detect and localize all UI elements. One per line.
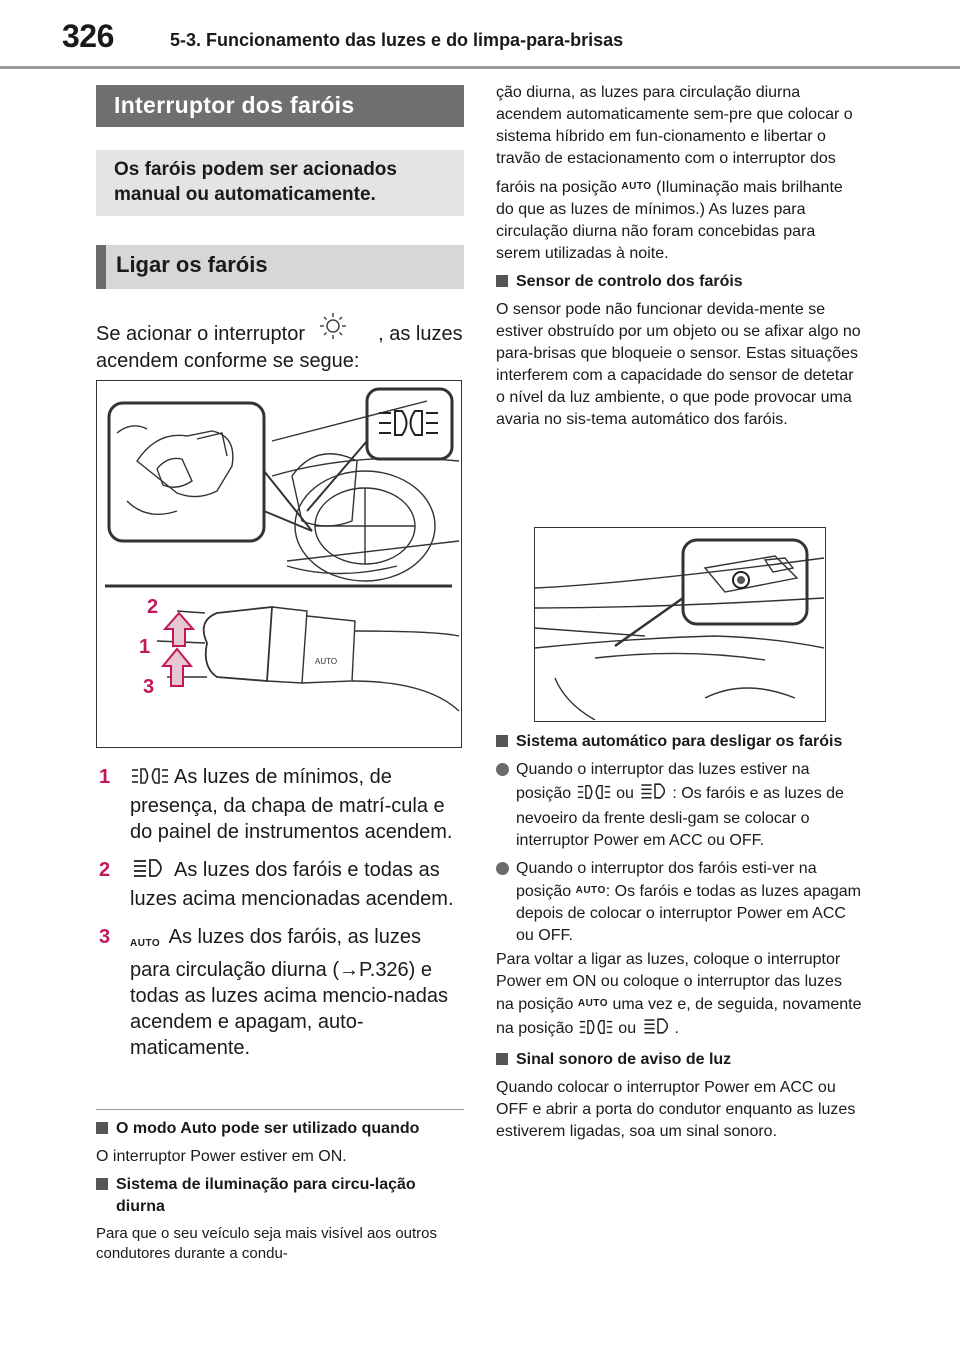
bullet-2: Quando o interruptor dos faróis esti-ver… [496, 858, 862, 947]
note-text: Para que o seu veículo seja mais visível… [96, 1225, 438, 1262]
text: (Iluminação mais brilhante do que as luz… [496, 179, 843, 262]
svg-text:AUTO: AUTO [315, 657, 337, 666]
step-3: 3 AUTO As luzes dos faróis, as luzes par… [96, 924, 466, 1061]
daytime-text-cont-b: faróis na posição AUTO (Iluminação mais … [496, 176, 862, 265]
sensor-text: O sensor pode não funcionar devida-mente… [496, 301, 861, 428]
step-2: 2 As luzes dos faróis e todas as luzes a… [96, 857, 466, 912]
parking-light-icon [130, 766, 170, 793]
text: Quando o interruptor dos faróis esti-ver… [516, 860, 817, 900]
step-text: As luzes dos faróis, as luzes para circu… [130, 926, 448, 1059]
text: Para voltar a ligar as luzes, coloque o … [496, 951, 842, 1013]
text: faróis na posição [496, 179, 617, 196]
step-number: 3 [99, 926, 111, 948]
heading-box: Interruptor dos faróis [96, 85, 464, 127]
text: ou [618, 1020, 637, 1037]
heading-sensor: Sensor de controlo dos faróis [496, 271, 862, 293]
intro-after: , as luzes acendem conforme se segue: [96, 323, 463, 372]
label-1: 1 [139, 636, 150, 658]
sensor-illustration [534, 527, 826, 722]
step-number: 2 [99, 859, 111, 881]
headlight-icon [641, 1016, 675, 1043]
heading-buzzer: Sinal sonoro de aviso de luz [496, 1049, 862, 1071]
text: : Os faróis e todas as luzes apagam depo… [516, 883, 862, 944]
steps-list: 1 As luzes de mínimos, de presença, da c… [96, 764, 466, 1073]
section-title: 5-3. Funcionamento das luzes e do limpa-… [170, 30, 624, 50]
auto-icon: AUTO [575, 885, 606, 896]
text: uma vez e, de seguida, novamente na posi… [496, 996, 862, 1037]
text: . [674, 1020, 679, 1037]
page-number: 326 [62, 18, 114, 54]
label-2: 2 [147, 596, 158, 618]
note-heading-auto-mode: O modo Auto pode ser utilizado quando [96, 1118, 466, 1140]
label-3: 3 [143, 676, 154, 698]
headlight-icon [638, 781, 672, 808]
auto-icon: AUTO [621, 181, 652, 192]
headlight-icon [130, 857, 170, 886]
light-switch-icon [311, 312, 373, 348]
right-column-bottom: Sistema automático para desligar os faró… [496, 731, 862, 1149]
illustration-svg: 2 1 3 AUTO [105, 387, 460, 712]
note-heading-daytime: Sistema de iluminação para circu-lação d… [96, 1174, 466, 1218]
right-column-top: ção diurna, as luzes para circulação diu… [496, 82, 862, 437]
buzzer-text: Quando colocar o interruptor Power em AC… [496, 1079, 856, 1140]
summary-box: Os faróis podem ser acionados manual ou … [96, 150, 464, 216]
parking-light-icon [576, 783, 612, 808]
text: ou [616, 785, 634, 802]
intro-before: Se acionar o interruptor [96, 323, 306, 345]
step-1: 1 As luzes de mínimos, de presença, da c… [96, 764, 466, 845]
text: : Os faróis e as luzes de nevoeiro da fr… [516, 785, 844, 849]
sensor-svg [534, 538, 825, 721]
heading-auto-off: Sistema automático para desligar os faró… [496, 731, 862, 753]
header-rule [0, 66, 960, 69]
auto-icon: AUTO [577, 998, 608, 1009]
step-text: As luzes de mínimos, de presença, da cha… [130, 766, 453, 843]
daytime-text-cont: ção diurna, as luzes para circulação diu… [496, 84, 853, 167]
left-notes: O modo Auto pode ser utilizado quando O … [96, 1118, 466, 1270]
auto-icon: AUTO [130, 938, 161, 949]
bullet-1: Quando o interruptor das luzes estiver n… [496, 759, 862, 852]
text: Quando o interruptor das luzes estiver n… [516, 761, 810, 802]
subheading-box: Ligar os faróis [96, 245, 464, 289]
headlight-switch-illustration: 2 1 3 AUTO [96, 380, 462, 748]
parking-light-icon [578, 1018, 614, 1043]
note-text: O interruptor Power estiver em ON. [96, 1148, 347, 1165]
step-number: 1 [99, 766, 111, 788]
reactivate-text: Para voltar a ligar as luzes, coloque o … [496, 949, 862, 1043]
step-text: As luzes dos faróis e todas as luzes aci… [130, 859, 454, 910]
notes-separator [96, 1109, 464, 1110]
intro-text: Se acionar o interruptor , as luzes acen… [96, 312, 476, 375]
